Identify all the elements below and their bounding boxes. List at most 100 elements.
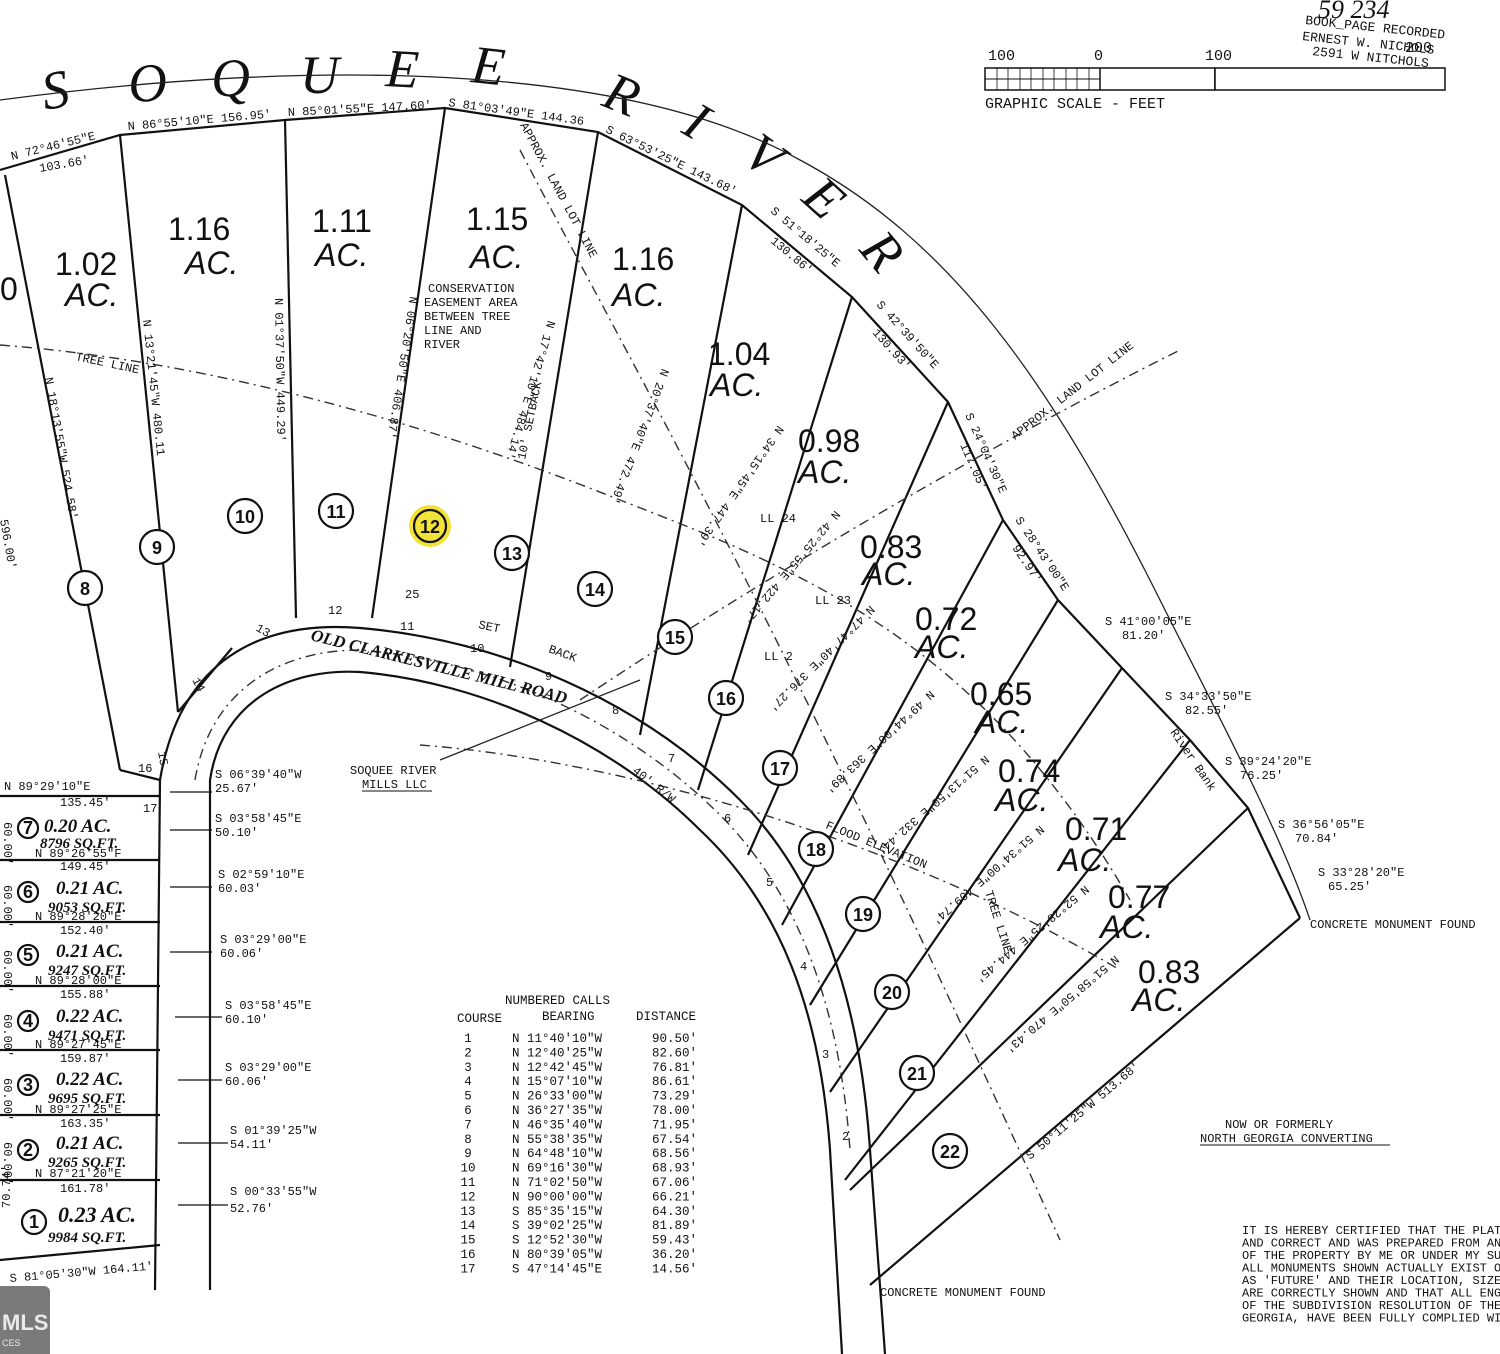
svg-text:12: 12 [328,604,342,618]
small-lot[interactable]: 161.78' 1 0.23 AC. 9984 SQ.FT. S 81°05'3… [9,1182,154,1286]
svg-text:9471 SQ.FT.: 9471 SQ.FT. [48,1028,126,1044]
calls-cell: 86.61' [652,1075,697,1089]
acre-unit: AC. [860,556,915,592]
svg-text:2[interactable]: 2 [23,1140,33,1160]
svg-text:1[interactable]: 1 [29,1212,39,1232]
small-lot-grid [0,794,161,1262]
svg-text:7: 7 [668,752,675,766]
lot-number[interactable]: 11 [326,502,345,522]
lot-number[interactable]: 14 [585,580,605,600]
calls-cell: 64.30' [652,1205,697,1219]
small-lot[interactable]: 163.35' 2 0.21 AC. 9265 SQ.FT. N 87°21'2… [16,1117,126,1181]
svg-text:149.45': 149.45' [60,860,110,874]
svg-text:S 03°29'00"E: S 03°29'00"E [225,1061,311,1075]
lot-number[interactable]: 13 [502,544,522,564]
lot-number[interactable]: 10 [235,507,255,527]
acre-value: 0.74 [998,753,1060,789]
svg-text:N 89°28'20"E: N 89°28'20"E [35,910,121,924]
lot-number[interactable]: 16 [716,689,736,709]
calls-cell: N 90°00'00"W [512,1190,603,1204]
svg-text:81.20': 81.20' [1122,629,1165,643]
river-letter: E [468,34,510,97]
svg-text:4[interactable]: 4 [23,1011,33,1031]
svg-text:LINE AND: LINE AND [424,324,482,338]
svg-text:BACK: BACK [547,643,580,666]
svg-text:14: 14 [188,675,207,694]
calls-cell: 10 [460,1162,475,1176]
svg-text:MILLS LLC: MILLS LLC [362,778,427,792]
acre-unit: AC. [993,782,1048,818]
svg-text:50.10': 50.10' [215,826,258,840]
calls-cell: 67.06' [652,1176,697,1190]
acre-value: 0.65 [970,676,1032,712]
svg-text:LL 23: LL 23 [815,594,851,608]
svg-text:APPROX. LAND LOT LINE: APPROX. LAND LOT LINE [1009,339,1137,443]
lot-number[interactable]: 15 [665,628,685,648]
svg-text:6: 6 [724,812,731,826]
calls-cell: 6 [464,1104,472,1118]
lot-number[interactable]: 17 [770,759,790,779]
svg-text:0.20 AC.: 0.20 AC. [44,816,111,837]
svg-text:152.40': 152.40' [60,924,110,938]
svg-text:5[interactable]: 5 [23,945,33,965]
svg-text:CONCRETE MONUMENT FOUND: CONCRETE MONUMENT FOUND [880,1286,1046,1300]
calls-cell: 59.43' [652,1234,697,1248]
acre-value: 0.77 [1108,879,1170,915]
calls-cell: 36.20' [652,1248,697,1262]
lot-number[interactable]: 21 [907,1064,927,1084]
svg-text:N 49°44'00"E 363.89': N 49°44'00"E 363.89' [822,687,937,795]
calls-cell: 73.29' [652,1090,697,1104]
acre-unit: AC. [468,239,523,275]
svg-text:15: 15 [154,750,170,767]
small-lot[interactable]: 149.45' 6 0.21 AC. 9053 SQ.FT. N 89°28'2… [16,860,126,924]
svg-text:N 89°27'45"E: N 89°27'45"E [35,1038,121,1052]
svg-text:13: 13 [253,621,272,640]
svg-text:S 36°56'05"E: S 36°56'05"E [1278,818,1364,832]
svg-text:NORTH GEORGIA CONVERTING: NORTH GEORGIA CONVERTING [1200,1132,1373,1146]
river-letter: R [848,218,917,284]
svg-text:EASEMENT AREA: EASEMENT AREA [424,296,518,310]
calls-cell: 14 [460,1219,475,1233]
svg-text:6[interactable]: 6 [23,882,33,902]
acre-unit: AC. [1056,842,1111,878]
svg-text:3[interactable]: 3 [23,1075,33,1095]
svg-text:17: 17 [143,802,157,816]
lot-number[interactable]: 8 [80,579,90,599]
small-lot[interactable]: 135.45' 7 0.20 AC. 8796 SQ.FT. N 89°26'5… [16,796,121,861]
svg-text:60.00': 60.00' [0,885,14,928]
small-lot[interactable]: 155.88' 4 0.22 AC. 9471 SQ.FT. N 89°27'4… [16,988,126,1052]
small-lot-top: N 89°29'10"E [4,780,90,794]
mls-logo: MLS CES [0,1286,50,1354]
acre-value: 0.71 [1065,811,1127,847]
svg-text:N 13°21'45"W 480.11: N 13°21'45"W 480.11 [139,319,167,457]
scale-label-d: 200 [1405,40,1432,57]
small-lot[interactable]: 159.87' 3 0.22 AC. 9695 SQ.FT. N 89°27'2… [16,1052,126,1117]
lot-number[interactable]: 22 [940,1142,960,1162]
svg-text:LL 24: LL 24 [760,512,796,526]
lot-number[interactable]: 9 [152,538,162,558]
svg-text:SOQUEE RIVER: SOQUEE RIVER [350,764,436,778]
lot-number[interactable]: 19 [853,905,873,925]
svg-text:S 81°03'49"E 144.36: S 81°03'49"E 144.36 [447,96,584,129]
calls-cell: N 36°27'35"W [512,1104,603,1118]
svg-text:7[interactable]: 7 [23,818,33,838]
lot-markers[interactable]: 8 9 10 11 12 13 14 15 16 17 18 19 20 21 … [66,492,969,1170]
svg-text:155.88': 155.88' [60,988,110,1002]
lot-number[interactable]: 18 [806,840,826,860]
svg-text:9984 SQ.FT.: 9984 SQ.FT. [48,1230,126,1246]
svg-text:70.84': 70.84' [1295,832,1338,846]
small-lot[interactable]: 152.40' 5 0.21 AC. 9247 SQ.FT. N 89°28'0… [16,924,126,988]
acre-unit: AC. [973,704,1028,740]
road-row: 40' R/W [630,764,679,807]
acre-unit: AC. [183,245,238,281]
calls-cell: N 64°48'10"W [512,1147,603,1161]
lot-number[interactable]: 12 [420,517,440,537]
calls-cell: 76.81' [652,1061,697,1075]
svg-text:N 51°58'50"E 470.43': N 51°58'50"E 470.43' [1002,952,1121,1055]
certification: IT IS HEREBY CERTIFIED THAT THE PLATAND … [1242,1224,1500,1326]
svg-text:S 63°53'25"E 143.68': S 63°53'25"E 143.68' [603,123,739,199]
calls-cell: S 12°52'30"W [512,1234,603,1248]
certification-line: OF THE PROPERTY BY ME OR UNDER MY SUPE [1242,1249,1500,1263]
lot-number[interactable]: 20 [882,983,902,1003]
